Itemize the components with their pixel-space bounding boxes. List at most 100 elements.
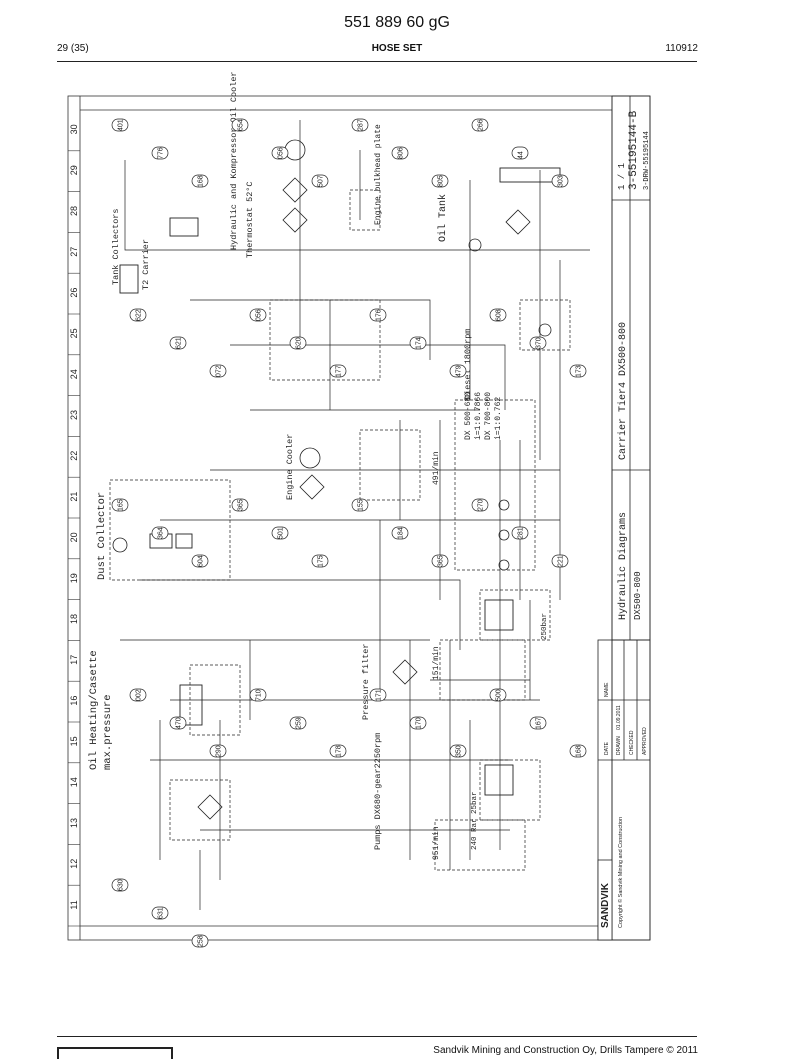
column-number: 17	[69, 655, 79, 665]
hose-number-bubble: 776	[151, 146, 169, 160]
hose-number-bubble: 365	[231, 498, 249, 512]
hose-number-bubble: 056	[249, 308, 267, 322]
hose-number-bubble: 401	[111, 118, 129, 132]
section-title: HOSE SET	[371, 43, 423, 54]
hose-number-bubble: 290	[209, 744, 227, 758]
hose-number-bubble: 630	[111, 878, 129, 892]
hose-number: 776	[158, 147, 165, 159]
hose-number-bubble: 155	[351, 498, 369, 512]
hose-number-bubble: 178	[329, 744, 347, 758]
hose-number: 479	[456, 365, 463, 377]
hose-number: 44	[518, 151, 525, 159]
hose-number: 630	[118, 879, 125, 891]
hose-number: 258	[198, 935, 205, 947]
hose-number: 259	[296, 717, 303, 729]
label-pumps-rpm: Pumps DX680-gear2250rpm	[373, 733, 383, 850]
hose-number: 170	[416, 717, 423, 729]
hose-number: 501	[278, 527, 285, 539]
hose-number-bubble: 168	[191, 174, 209, 188]
hose-number: 173	[576, 365, 583, 377]
hose-number-bubble: 507	[311, 174, 329, 188]
hose-number-bubble: 350	[449, 744, 467, 758]
hose-number-bubble: 176	[369, 308, 387, 322]
hose-number: 290	[216, 745, 223, 757]
label-gear-ratio-2: i=1:0.7866	[474, 392, 483, 440]
hose-number-bubble: 287	[351, 118, 369, 132]
column-number: 18	[69, 614, 79, 624]
column-number: 16	[69, 696, 79, 706]
hose-number: 370	[536, 337, 543, 349]
hose-number: 281	[518, 527, 525, 539]
hose-number: 604	[198, 555, 205, 567]
revision-code: 110912	[665, 43, 698, 54]
title-hydraulic-diagrams: Hydraulic Diagrams	[617, 512, 629, 620]
footer-rule	[57, 1036, 697, 1037]
column-number: 26	[69, 288, 79, 298]
label-gear-ratio-4: i=1:0.762	[494, 397, 503, 440]
hose-number-bubble: 620	[289, 336, 307, 350]
hose-number-bubble: 165	[111, 498, 129, 512]
hose-number-bubble: 364	[151, 526, 169, 540]
column-number: 28	[69, 206, 79, 216]
label-diesel-rpm: Diesel 1800rpm	[463, 329, 473, 400]
hose-number: 056	[256, 309, 263, 321]
hose-number: 401	[118, 119, 125, 131]
label-t2-carrier: T2 Carrier	[141, 239, 151, 290]
hose-number: 303	[558, 175, 565, 187]
column-number: 27	[69, 247, 79, 257]
hose-number: 266	[478, 119, 485, 131]
title-carrier: Carrier Tier4 DX500-800	[617, 322, 629, 460]
hose-number-bubble: 002	[129, 688, 147, 702]
hose-number-bubble: 303	[551, 174, 569, 188]
hose-number-bubble: 806	[391, 146, 409, 160]
hose-number-bubble: 266	[471, 118, 489, 132]
label-engine-cooler: Engine Cooler	[285, 434, 295, 500]
hose-number-bubble: 259	[289, 716, 307, 730]
hose-number: 507	[318, 175, 325, 187]
hose-number: 174	[416, 337, 423, 349]
hose-number: 002	[136, 689, 143, 701]
hose-number-bubble: 621	[169, 336, 187, 350]
hose-number: 168	[198, 175, 205, 187]
hose-number-bubble: 501	[271, 526, 289, 540]
label-gear-ratio-3: DX 700-800	[484, 392, 493, 440]
drawn-date: 01.09.2011	[616, 705, 622, 730]
hose-number: 221	[558, 555, 565, 567]
hose-number-bubble: 44	[511, 146, 529, 160]
label-tank-collectors: Tank Collectors	[111, 208, 121, 285]
hose-number: 364	[158, 527, 165, 539]
hose-number-bubble: 470	[169, 716, 187, 730]
hose-number: 806	[398, 147, 405, 159]
column-number: 21	[69, 492, 79, 502]
page-number: 29 (35)	[57, 43, 89, 54]
hose-number: 805	[438, 175, 445, 187]
document-number: 551 889 60 gG	[344, 14, 450, 31]
hose-number: 620	[296, 337, 303, 349]
footer-logo	[57, 1047, 173, 1059]
label-gear-ratio-1: DX 500-680	[464, 392, 473, 440]
header-rule	[57, 61, 697, 62]
hose-number-bubble: 184	[391, 526, 409, 540]
column-number: 20	[69, 532, 79, 542]
column-number: 30	[69, 124, 79, 134]
hose-number: 177	[336, 365, 343, 377]
hose-number-bubble: 805	[431, 174, 449, 188]
company-logo: SANDVIK	[600, 882, 611, 928]
hose-number: 155	[358, 499, 365, 511]
hose-number: 056	[278, 147, 285, 159]
label-engine-bulkhead: Engine bulkhead plate	[374, 124, 383, 225]
column-number: 12	[69, 859, 79, 869]
hose-number: 072	[216, 365, 223, 377]
label-bar-240: 240 Rar 25bar	[471, 791, 479, 850]
row-drawn: DRAWN	[616, 736, 622, 755]
label-thermostat: Thermostat 52°C	[245, 181, 255, 258]
hose-number: 178	[336, 745, 343, 757]
drawing-frame	[67, 95, 651, 941]
hose-number: 270	[478, 499, 485, 511]
hose-number-bubble: 168	[569, 744, 587, 758]
hose-number-bubble: 174	[409, 336, 427, 350]
sheet-number: 1 / 1	[617, 163, 627, 190]
hose-number: 176	[376, 309, 383, 321]
drawing-reference: 3-DRW-55195144	[643, 131, 651, 190]
